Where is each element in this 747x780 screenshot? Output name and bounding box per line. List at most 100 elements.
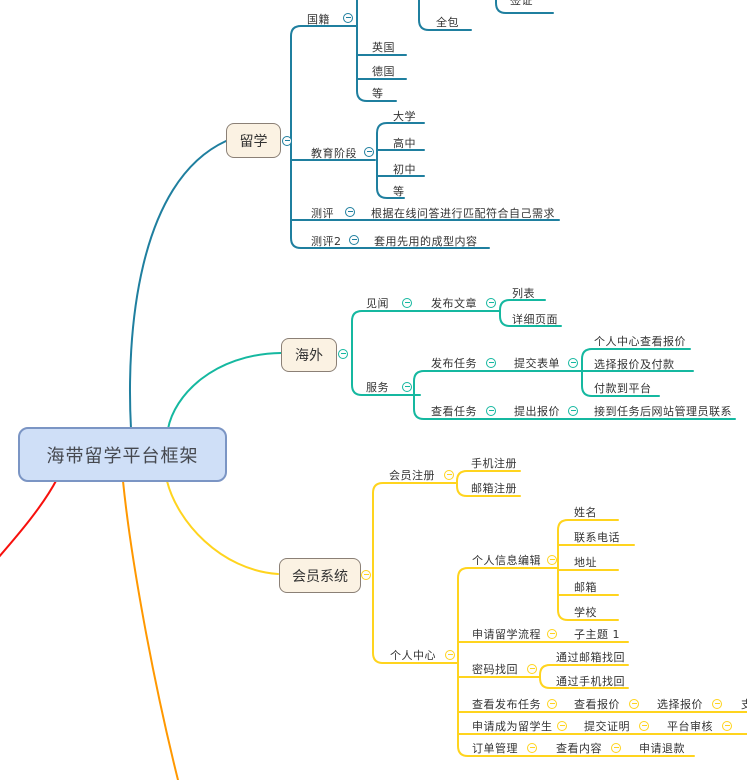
collapse-icon-fabuwenzhang[interactable] (486, 298, 496, 308)
node-zhuce[interactable]: 会员注册 (389, 469, 435, 482)
node-chuzhong[interactable]: 初中 (393, 163, 416, 176)
collapse-icon-jiaoyu[interactable] (364, 147, 374, 157)
node-renwu[interactable]: 查看发布任务 (472, 698, 541, 711)
node-youxiang-xinxi[interactable]: 邮箱 (574, 581, 597, 594)
collapse-icon-liuxue[interactable] (282, 136, 292, 146)
node-deguo[interactable]: 德国 (372, 65, 395, 78)
collapse-icon-zhuce[interactable] (444, 470, 454, 480)
connector-qianzheng (495, 0, 554, 14)
topic-liuxue[interactable]: 留学 (226, 123, 281, 158)
node-deng2[interactable]: 等 (393, 185, 405, 198)
connector-tijiao-trunk (581, 348, 691, 397)
node-zhifu[interactable]: 支付 (741, 698, 747, 711)
connector-zhuce-trunk (456, 470, 521, 497)
node-deng[interactable]: 等 (372, 87, 384, 100)
node-jiedao[interactable]: 接到任务后网站管理员联系 (594, 405, 732, 418)
topic-huiyuan[interactable]: 会员系统 (279, 558, 361, 593)
collapse-icon-xuanze[interactable] (712, 699, 722, 709)
node-baojia1[interactable]: 个人中心查看报价 (594, 335, 686, 348)
node-baojia2[interactable]: 选择报价及付款 (594, 358, 675, 371)
collapse-icon-fuwu[interactable] (402, 382, 412, 392)
node-quanbao[interactable]: 全包 (436, 16, 459, 29)
collapse-icon-guoji[interactable] (343, 13, 353, 23)
collapse-icon-neirong[interactable] (611, 743, 621, 753)
collapse-icon-shenhe[interactable] (722, 721, 732, 731)
collapse-icon-tichu[interactable] (568, 406, 578, 416)
node-tijiao[interactable]: 提交表单 (514, 357, 560, 370)
node-dingdan[interactable]: 订单管理 (472, 742, 518, 755)
connector-fabuwenzhang-trunk (499, 299, 562, 327)
node-jiaoyu[interactable]: 教育阶段 (311, 147, 357, 160)
node-zhengming[interactable]: 提交证明 (584, 720, 630, 733)
collapse-icon-ceping[interactable] (345, 207, 355, 217)
branch-curve-orange (122, 480, 179, 780)
collapse-icon-renwu[interactable] (547, 699, 557, 709)
topic-liuxue-label: 留学 (239, 133, 268, 150)
node-fabuwenzhang[interactable]: 发布文章 (431, 297, 477, 310)
collapse-icon-huiyuan[interactable] (361, 570, 371, 580)
node-qianzheng[interactable]: 签证 (510, 0, 533, 7)
node-gaozhong[interactable]: 高中 (393, 137, 416, 150)
collapse-icon-ceping2[interactable] (349, 235, 359, 245)
node-baojia[interactable]: 查看报价 (574, 698, 620, 711)
collapse-icon-tijiao[interactable] (568, 358, 578, 368)
node-fuwu[interactable]: 服务 (366, 381, 389, 394)
node-guoji[interactable]: 国籍 (307, 13, 330, 26)
collapse-icon-gerenzhongxin[interactable] (445, 650, 455, 660)
collapse-icon-jianwen[interactable] (402, 298, 412, 308)
collapse-icon-zhengming[interactable] (639, 721, 649, 731)
collapse-icon-mima[interactable] (527, 664, 537, 674)
node-chakan[interactable]: 查看任务 (431, 405, 477, 418)
connector-gerenzhongxin-trunk (457, 567, 695, 757)
node-gerenzhongxin[interactable]: 个人中心 (390, 649, 436, 662)
collapse-icon-chakan[interactable] (486, 406, 496, 416)
collapse-icon-dingdan[interactable] (527, 743, 537, 753)
collapse-icon-liuxuesheng[interactable] (557, 721, 567, 731)
node-xuexiao[interactable]: 学校 (574, 606, 597, 619)
branch-curve-liuxue (129, 140, 227, 430)
collapse-icon-fabu[interactable] (486, 358, 496, 368)
node-shenhe[interactable]: 平台审核 (667, 720, 713, 733)
node-ceping-desc[interactable]: 根据在线问答进行匹配符合自己需求 (371, 207, 555, 220)
branch-curve-haiwai (167, 352, 282, 430)
node-ceping[interactable]: 测评 (311, 207, 334, 220)
connector-fuwu-trunk (413, 370, 736, 420)
node-xinxi[interactable]: 个人信息编辑 (472, 554, 541, 567)
connector-haiwai-trunk (351, 310, 501, 396)
collapse-icon-liucheng[interactable] (547, 629, 557, 639)
node-xiangxi[interactable]: 详细页面 (512, 313, 558, 326)
node-liucheng[interactable]: 申请留学流程 (472, 628, 541, 641)
node-ceping2-desc[interactable]: 套用先用的成型内容 (374, 235, 478, 248)
node-mima-shouji[interactable]: 通过手机找回 (556, 675, 625, 688)
node-neirong[interactable]: 查看内容 (556, 742, 602, 755)
topic-haiwai[interactable]: 海外 (281, 338, 337, 372)
node-yingguo[interactable]: 英国 (372, 41, 395, 54)
node-dianhua[interactable]: 联系电话 (574, 531, 620, 544)
node-jianwen[interactable]: 见闻 (366, 297, 389, 310)
node-dizhi[interactable]: 地址 (574, 556, 597, 569)
node-xingming[interactable]: 姓名 (574, 506, 597, 519)
root-topic[interactable]: 海带留学平台框架 (18, 427, 227, 482)
node-shouji-zhuce[interactable]: 手机注册 (471, 457, 517, 470)
collapse-icon-baojia[interactable] (629, 699, 639, 709)
collapse-icon-haiwai[interactable] (338, 349, 348, 359)
node-youxiang-zhuce[interactable]: 邮箱注册 (471, 482, 517, 495)
collapse-icon-xinxi[interactable] (547, 555, 557, 565)
node-liuxuesheng[interactable]: 申请成为留学生 (472, 720, 553, 733)
node-fabu[interactable]: 发布任务 (431, 357, 477, 370)
node-baojia3[interactable]: 付款到平台 (594, 382, 652, 395)
node-daxue[interactable]: 大学 (393, 110, 416, 123)
node-xuanze[interactable]: 选择报价 (657, 698, 703, 711)
node-tuikuan[interactable]: 申请退款 (639, 742, 685, 755)
connector-quanbao (418, 0, 472, 31)
connector-guoji-trunk (356, 0, 397, 102)
node-ceping2[interactable]: 测评2 (311, 235, 342, 248)
node-liebiao[interactable]: 列表 (512, 287, 535, 300)
node-mima[interactable]: 密码找回 (472, 663, 518, 676)
topic-huiyuan-label: 会员系统 (292, 568, 348, 585)
node-mima-youxiang[interactable]: 通过邮箱找回 (556, 651, 625, 664)
node-tichu[interactable]: 提出报价 (514, 405, 560, 418)
node-zizhuti[interactable]: 子主题 1 (574, 628, 620, 641)
connector-huiyuan-trunk (372, 482, 458, 664)
